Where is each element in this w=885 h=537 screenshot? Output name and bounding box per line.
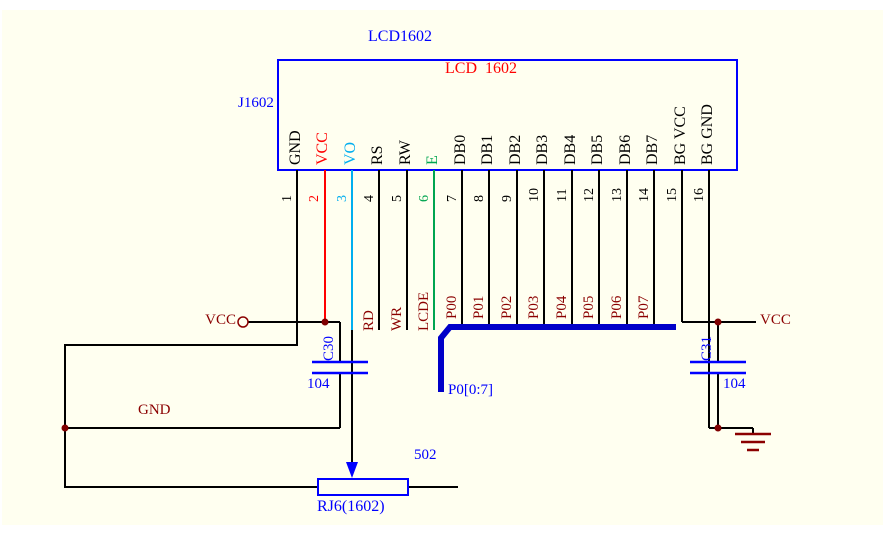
net-label-LCDE: LCDE xyxy=(416,291,433,331)
ground-symbol xyxy=(735,432,771,452)
pin-number-10: 10 xyxy=(527,188,543,202)
power-wires xyxy=(65,321,756,488)
chip-designator: J1602 xyxy=(238,95,274,111)
net-label-P05: P05 xyxy=(581,295,598,319)
pot-rj6-symbol xyxy=(317,462,409,496)
net-label-P00: P00 xyxy=(443,295,460,319)
pin-label-7: DB0 xyxy=(451,134,469,165)
pin-label-16: BG GND xyxy=(699,104,717,165)
pin-number-4: 4 xyxy=(362,195,378,202)
vcc-terminal-circle xyxy=(237,316,249,328)
gnd-label: GND xyxy=(138,402,171,418)
pin-label-2: VCC xyxy=(314,132,332,165)
pin-number-6: 6 xyxy=(417,195,433,202)
pin-number-5: 5 xyxy=(389,195,405,202)
pin-label-3: VO xyxy=(341,141,359,165)
pin-wires xyxy=(64,170,710,488)
chip-title: LCD1602 xyxy=(368,28,432,45)
lcd1602-body xyxy=(277,59,738,171)
pin-label-10: DB3 xyxy=(534,134,552,165)
cap-c31-symbol xyxy=(690,360,746,375)
wire-gnd-pin1 xyxy=(64,170,318,488)
pin-label-11: DB4 xyxy=(561,134,579,165)
c31-value: 104 xyxy=(723,376,746,392)
pin-number-13: 13 xyxy=(609,188,625,202)
pin-label-1: GND xyxy=(287,130,304,165)
net-label-P03: P03 xyxy=(526,295,543,319)
pin-label-13: DB6 xyxy=(616,134,634,165)
pin-label-12: DB5 xyxy=(589,134,607,165)
pot-ref: RJ6(1602) xyxy=(317,498,385,515)
pin-label-9: DB2 xyxy=(506,134,524,165)
pin-number-7: 7 xyxy=(444,195,460,202)
vcc-label-left: VCC xyxy=(205,312,236,328)
pin-label-5: RW xyxy=(396,140,414,165)
pin-number-12: 12 xyxy=(582,188,598,202)
c30-value: 104 xyxy=(307,376,330,392)
pin-label-8: DB1 xyxy=(479,134,497,165)
junction-dots xyxy=(61,318,722,432)
chip-inner-label: LCD 1602 xyxy=(445,60,517,77)
bus-p0 xyxy=(438,324,676,392)
pin-number-15: 15 xyxy=(664,188,680,202)
pin-number-8: 8 xyxy=(472,195,488,202)
pot-wiper-arrow xyxy=(346,462,358,478)
net-label-RD: RD xyxy=(361,310,378,331)
pin-label-14: DB7 xyxy=(644,134,662,165)
pin-number-1: 1 xyxy=(280,195,295,202)
pin-number-9: 9 xyxy=(499,195,515,202)
c30-ref: C30 xyxy=(321,335,337,361)
pin-number-2: 2 xyxy=(307,195,323,202)
pin-label-6: E xyxy=(424,155,442,165)
net-label-P07: P07 xyxy=(636,295,653,319)
net-label-P01: P01 xyxy=(471,295,488,319)
net-label-P02: P02 xyxy=(498,295,515,319)
pin-number-14: 14 xyxy=(637,188,653,202)
cap-c30-symbol xyxy=(312,360,368,375)
vcc-label-right: VCC xyxy=(760,312,791,328)
pin-number-16: 16 xyxy=(692,188,708,202)
net-label-P04: P04 xyxy=(553,295,570,319)
c31-ref: C31 xyxy=(699,335,715,361)
pin-label-4: RS xyxy=(369,145,387,165)
pin-number-11: 11 xyxy=(554,188,570,202)
pin-label-15: BG VCC xyxy=(671,106,689,165)
pin-number-3: 3 xyxy=(334,195,350,202)
pot-value: 502 xyxy=(414,447,437,463)
bus-label: P0[0:7] xyxy=(448,382,493,398)
net-label-WR: WR xyxy=(388,306,405,331)
net-label-P06: P06 xyxy=(608,295,625,319)
